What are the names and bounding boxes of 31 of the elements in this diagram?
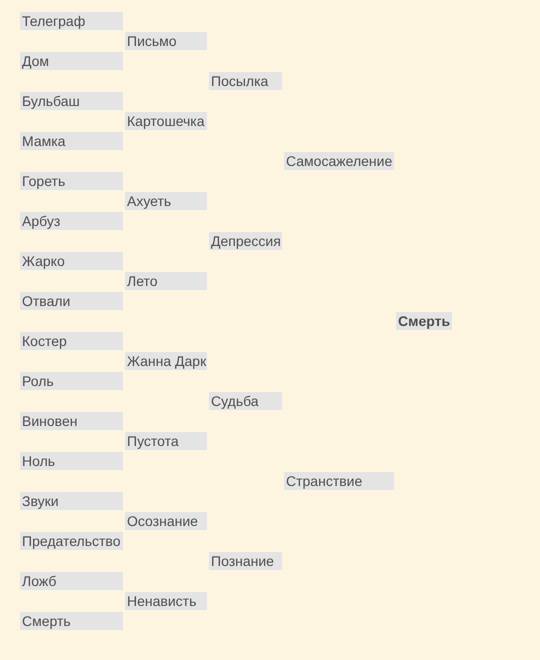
bracket-entry: Судьба	[209, 392, 282, 410]
bracket-entry: Роль	[20, 372, 123, 390]
bracket-entry: Ахуеть	[125, 192, 207, 210]
final-entry: Смерть	[396, 312, 452, 330]
bracket-entry: Посылка	[209, 72, 282, 90]
bracket-entry: Ненависть	[125, 592, 207, 610]
bracket-entry: Письмо	[125, 32, 207, 50]
bracket-entry: Мамка	[20, 132, 123, 150]
bracket-entry: Самосажеление	[284, 152, 394, 170]
bracket-entry: Осознание	[125, 512, 207, 530]
bracket-entry: Жанна Дарк	[125, 352, 208, 370]
bracket-entry: Костер	[20, 332, 123, 350]
bracket-entry: Гореть	[20, 172, 123, 190]
bracket-entry: Странствие	[284, 472, 394, 490]
bracket-entry: Бульбаш	[20, 92, 123, 110]
bracket-entry: Пустота	[125, 432, 207, 450]
bracket-entry: Ноль	[20, 452, 123, 470]
bracket-entry: Картошечка	[125, 112, 207, 130]
bracket-entry: Звуки	[20, 492, 123, 510]
bracket-entry: Дом	[20, 52, 123, 70]
bracket-entry: Познание	[209, 552, 282, 570]
bracket-entry: Телеграф	[20, 12, 123, 30]
bracket-entry: Лето	[125, 272, 207, 290]
bracket-entry: Арбуз	[20, 212, 123, 230]
bracket-entry: Ложб	[20, 572, 123, 590]
bracket-entry: Смерть	[20, 612, 123, 630]
bracket-entry: Отвали	[20, 292, 123, 310]
bracket-entry: Жарко	[20, 252, 123, 270]
bracket-entry: Депрессия	[209, 232, 282, 250]
bracket-entry: Виновен	[20, 412, 123, 430]
bracket-entry: Предательство	[20, 532, 123, 550]
